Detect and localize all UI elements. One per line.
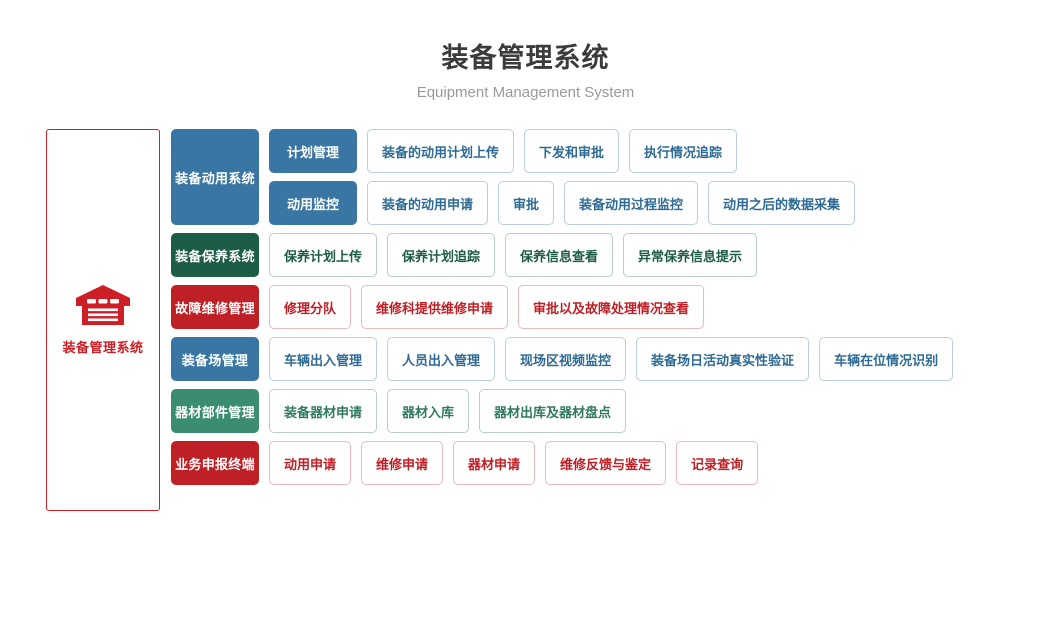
system-overview-panel[interactable]: 装备管理系统 — [46, 129, 160, 511]
module-item[interactable]: 动用申请 — [269, 441, 352, 485]
module-row: 故障维修管理修理分队维修科提供维修申请审批以及故障处理情况查看 — [171, 285, 953, 329]
module-diagram: 装备动用系统计划管理装备的动用计划上传下发和审批执行情况追踪动用监控装备的动用申… — [171, 129, 954, 493]
subcategory-header[interactable]: 计划管理 — [269, 129, 357, 173]
page-header: 装备管理系统 Equipment Management System — [0, 0, 1051, 103]
module-item[interactable]: 异常保养信息提示 — [623, 233, 758, 277]
module-item[interactable]: 装备的动用计划上传 — [367, 129, 515, 173]
page-subtitle: Equipment Management System — [416, 84, 635, 101]
module-row: 业务申报终端动用申请维修申请器材申请维修反馈与鉴定记录查询 — [171, 441, 953, 485]
module-row: 装备保养系统保养计划上传保养计划追踪保养信息查看异常保养信息提示 — [171, 233, 953, 277]
module-item[interactable]: 装备器材申请 — [269, 389, 378, 433]
module-item[interactable]: 维修反馈与鉴定 — [545, 441, 667, 485]
category-header[interactable]: 业务申报终端 — [171, 441, 259, 485]
module-item[interactable]: 装备的动用申请 — [367, 181, 489, 225]
module-item-list: 装备的动用申请审批装备动用过程监控动用之后的数据采集 — [367, 181, 856, 225]
category-header[interactable]: 器材部件管理 — [171, 389, 259, 433]
module-item-list: 保养计划上传保养计划追踪保养信息查看异常保养信息提示 — [269, 233, 758, 277]
module-item[interactable]: 人员出入管理 — [387, 337, 496, 381]
module-item[interactable]: 器材入库 — [387, 389, 470, 433]
subcategory-header[interactable]: 动用监控 — [269, 181, 357, 225]
module-row: 器材部件管理装备器材申请器材入库器材出库及器材盘点 — [171, 389, 953, 433]
category-header[interactable]: 装备动用系统 — [171, 129, 259, 225]
category-header[interactable]: 装备保养系统 — [171, 233, 259, 277]
module-item[interactable]: 现场区视频监控 — [505, 337, 627, 381]
module-item[interactable]: 下发和审批 — [524, 129, 620, 173]
module-item[interactable]: 审批 — [498, 181, 555, 225]
module-item[interactable]: 装备场日活动真实性验证 — [636, 337, 810, 381]
module-item[interactable]: 器材出库及器材盘点 — [479, 389, 627, 433]
system-overview-label: 装备管理系统 — [62, 340, 144, 355]
module-item[interactable]: 保养计划上传 — [269, 233, 378, 277]
warehouse-icon — [75, 284, 131, 326]
category-header[interactable]: 装备场管理 — [171, 337, 259, 381]
module-item-list: 动用申请维修申请器材申请维修反馈与鉴定记录查询 — [269, 441, 759, 485]
module-item[interactable]: 执行情况追踪 — [629, 129, 738, 173]
module-item-list: 修理分队维修科提供维修申请审批以及故障处理情况查看 — [269, 285, 705, 329]
module-item[interactable]: 车辆出入管理 — [269, 337, 378, 381]
module-item[interactable]: 动用之后的数据采集 — [708, 181, 856, 225]
category-header[interactable]: 故障维修管理 — [171, 285, 259, 329]
module-subrow: 计划管理装备的动用计划上传下发和审批执行情况追踪 — [269, 129, 855, 173]
module-item[interactable]: 车辆在位情况识别 — [819, 337, 954, 381]
module-item[interactable]: 保养计划追踪 — [387, 233, 496, 277]
module-item[interactable]: 器材申请 — [453, 441, 536, 485]
module-subrow: 动用监控装备的动用申请审批装备动用过程监控动用之后的数据采集 — [269, 181, 856, 225]
module-item[interactable]: 修理分队 — [269, 285, 352, 329]
module-item-list: 装备的动用计划上传下发和审批执行情况追踪 — [367, 129, 738, 173]
module-item[interactable]: 保养信息查看 — [505, 233, 614, 277]
module-row: 装备场管理车辆出入管理人员出入管理现场区视频监控装备场日活动真实性验证车辆在位情… — [171, 337, 954, 381]
module-item-list: 车辆出入管理人员出入管理现场区视频监控装备场日活动真实性验证车辆在位情况识别 — [269, 337, 954, 381]
module-item[interactable]: 记录查询 — [676, 441, 759, 485]
module-item-list: 装备器材申请器材入库器材出库及器材盘点 — [269, 389, 627, 433]
module-item[interactable]: 维修申请 — [361, 441, 444, 485]
module-item[interactable]: 维修科提供维修申请 — [361, 285, 509, 329]
module-item[interactable]: 审批以及故障处理情况查看 — [518, 285, 705, 329]
module-item[interactable]: 装备动用过程监控 — [564, 181, 699, 225]
module-row: 装备动用系统计划管理装备的动用计划上传下发和审批执行情况追踪动用监控装备的动用申… — [171, 129, 953, 225]
subgroup-stack: 计划管理装备的动用计划上传下发和审批执行情况追踪动用监控装备的动用申请审批装备动… — [269, 129, 856, 225]
page-title: 装备管理系统 — [441, 43, 610, 73]
